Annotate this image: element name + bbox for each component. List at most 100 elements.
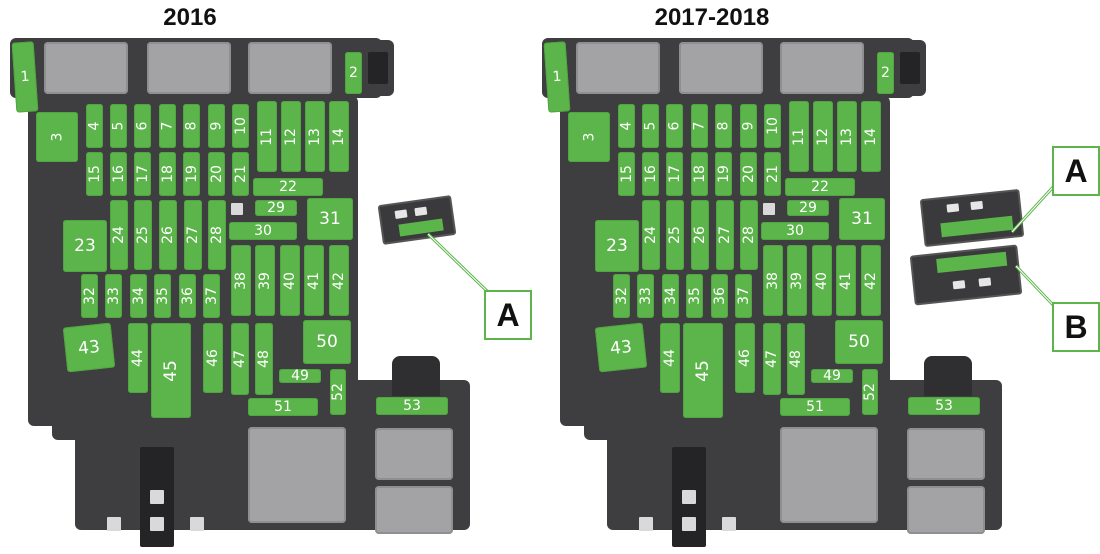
fuse-22[interactable]: 22 <box>785 178 855 196</box>
fuse-3[interactable]: 3 <box>568 112 610 162</box>
fuse-6[interactable]: 6 <box>134 104 151 148</box>
fuse-49[interactable]: 49 <box>279 368 321 384</box>
fuse-42[interactable]: 42 <box>861 245 881 316</box>
fuse-35[interactable]: 35 <box>154 274 171 318</box>
fuse-34[interactable]: 34 <box>130 274 147 318</box>
fuse-37[interactable]: 37 <box>203 274 220 318</box>
fuse-30[interactable]: 30 <box>229 222 297 240</box>
fuse-53[interactable]: 53 <box>908 397 980 415</box>
fuse-37[interactable]: 37 <box>735 274 752 318</box>
fuse-11[interactable]: 11 <box>789 101 809 172</box>
fuse-27[interactable]: 27 <box>184 200 202 270</box>
fuse-25[interactable]: 25 <box>666 200 684 270</box>
fuse-45[interactable]: 45 <box>683 323 723 418</box>
fuse-50[interactable]: 50 <box>303 320 351 364</box>
fuse-39[interactable]: 39 <box>255 245 275 316</box>
fuse-5[interactable]: 5 <box>642 104 659 148</box>
fuse-a[interactable] <box>940 215 1014 238</box>
fuse-36[interactable]: 36 <box>179 274 196 318</box>
fuse-2[interactable]: 2 <box>345 52 362 94</box>
fuse-21[interactable]: 21 <box>764 152 781 196</box>
fuse-11[interactable]: 11 <box>257 101 277 172</box>
fuse-46[interactable]: 46 <box>735 323 755 393</box>
fuse-47[interactable]: 47 <box>231 323 249 395</box>
fuse-31[interactable]: 31 <box>839 198 885 240</box>
fuse-12[interactable]: 12 <box>813 101 833 172</box>
fuse-9[interactable]: 9 <box>208 104 225 148</box>
fuse-9[interactable]: 9 <box>740 104 757 148</box>
fuse-5[interactable]: 5 <box>110 104 127 148</box>
fuse-16[interactable]: 16 <box>110 152 127 196</box>
fuse-17[interactable]: 17 <box>666 152 683 196</box>
fuse-40[interactable]: 40 <box>812 245 832 316</box>
fuse-29[interactable]: 29 <box>787 200 829 216</box>
fuse-24[interactable]: 24 <box>642 200 660 270</box>
fuse-43[interactable]: 43 <box>594 322 648 373</box>
fuse-43[interactable]: 43 <box>62 322 116 373</box>
fuse-51[interactable]: 51 <box>248 398 318 416</box>
fuse-14[interactable]: 14 <box>861 101 881 172</box>
fuse-38[interactable]: 38 <box>763 245 783 316</box>
fuse-23[interactable]: 23 <box>595 220 639 272</box>
fuse-21[interactable]: 21 <box>232 152 249 196</box>
fuse-32[interactable]: 32 <box>613 274 630 318</box>
fuse-45[interactable]: 45 <box>151 323 191 418</box>
fuse-44[interactable]: 44 <box>660 323 680 393</box>
fuse-47[interactable]: 47 <box>763 323 781 395</box>
fuse-27[interactable]: 27 <box>716 200 734 270</box>
fuse-51[interactable]: 51 <box>780 398 850 416</box>
fuse-14[interactable]: 14 <box>329 101 349 172</box>
fuse-34[interactable]: 34 <box>662 274 679 318</box>
fuse-7[interactable]: 7 <box>159 104 176 148</box>
fuse-32[interactable]: 32 <box>81 274 98 318</box>
fuse-28[interactable]: 28 <box>740 200 758 270</box>
fuse-19[interactable]: 19 <box>715 152 732 196</box>
fuse-26[interactable]: 26 <box>691 200 709 270</box>
fuse-26[interactable]: 26 <box>159 200 177 270</box>
fuse-36[interactable]: 36 <box>711 274 728 318</box>
fuse-8[interactable]: 8 <box>183 104 200 148</box>
fuse-20[interactable]: 20 <box>208 152 225 196</box>
fuse-3[interactable]: 3 <box>36 112 78 162</box>
fuse-17[interactable]: 17 <box>134 152 151 196</box>
fuse-22[interactable]: 22 <box>253 178 323 196</box>
fuse-28[interactable]: 28 <box>208 200 226 270</box>
fuse-41[interactable]: 41 <box>836 245 856 316</box>
fuse-52[interactable]: 52 <box>330 369 346 415</box>
fuse-48[interactable]: 48 <box>787 323 805 395</box>
fuse-25[interactable]: 25 <box>134 200 152 270</box>
fuse-18[interactable]: 18 <box>159 152 176 196</box>
fuse-38[interactable]: 38 <box>231 245 251 316</box>
fuse-29[interactable]: 29 <box>255 200 297 216</box>
fuse-15[interactable]: 15 <box>86 152 103 196</box>
fuse-10[interactable]: 10 <box>764 104 781 148</box>
fuse-33[interactable]: 33 <box>637 274 654 318</box>
fuse-39[interactable]: 39 <box>787 245 807 316</box>
fuse-31[interactable]: 31 <box>307 198 353 240</box>
fuse-44[interactable]: 44 <box>128 323 148 393</box>
fuse-48[interactable]: 48 <box>255 323 273 395</box>
fuse-10[interactable]: 10 <box>232 104 249 148</box>
fuse-2[interactable]: 2 <box>877 52 894 94</box>
fuse-46[interactable]: 46 <box>203 323 223 393</box>
fuse-15[interactable]: 15 <box>618 152 635 196</box>
fuse-7[interactable]: 7 <box>691 104 708 148</box>
fuse-41[interactable]: 41 <box>304 245 324 316</box>
fuse-42[interactable]: 42 <box>329 245 349 316</box>
fuse-30[interactable]: 30 <box>761 222 829 240</box>
fuse-33[interactable]: 33 <box>105 274 122 318</box>
fuse-4[interactable]: 4 <box>618 104 635 148</box>
fuse-b[interactable] <box>936 251 1008 273</box>
fuse-13[interactable]: 13 <box>305 101 325 172</box>
fuse-16[interactable]: 16 <box>642 152 659 196</box>
fuse-13[interactable]: 13 <box>837 101 857 172</box>
fuse-52[interactable]: 52 <box>862 369 878 415</box>
fuse-53[interactable]: 53 <box>376 397 448 415</box>
fuse-18[interactable]: 18 <box>691 152 708 196</box>
fuse-a[interactable] <box>398 218 444 237</box>
fuse-19[interactable]: 19 <box>183 152 200 196</box>
fuse-8[interactable]: 8 <box>715 104 732 148</box>
fuse-40[interactable]: 40 <box>280 245 300 316</box>
fuse-6[interactable]: 6 <box>666 104 683 148</box>
fuse-35[interactable]: 35 <box>686 274 703 318</box>
